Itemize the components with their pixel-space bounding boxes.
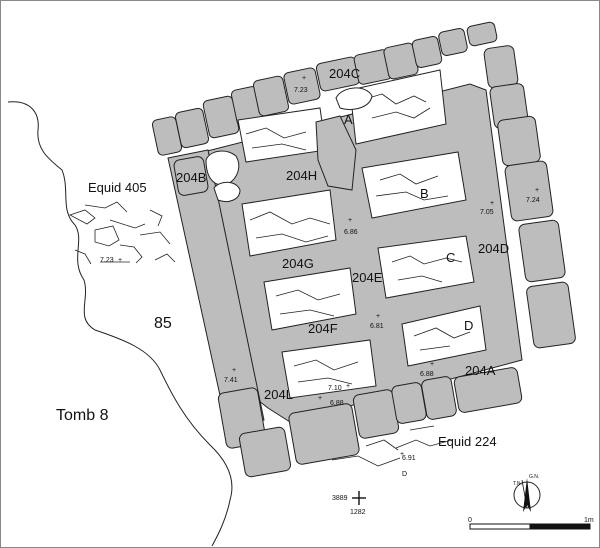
chamber-b	[361, 151, 467, 219]
svg-text:+: +	[232, 367, 236, 374]
svg-text:+: +	[348, 217, 352, 224]
svg-text:+: +	[535, 187, 539, 194]
svg-text:+: +	[318, 395, 322, 402]
chamber-204g	[241, 189, 337, 257]
elevation-11: 6.91	[402, 455, 416, 462]
chamber-d	[401, 305, 487, 367]
svg-text:+: +	[490, 200, 494, 207]
equid-405-label: Equid 405	[88, 180, 147, 195]
wall-204g-label: 204G	[282, 256, 314, 271]
wall-204f-label: 204F	[308, 321, 338, 336]
wall-204a-label: 204A	[465, 363, 496, 378]
wall-204e-label: 204E	[352, 270, 383, 285]
svg-text:+: +	[430, 361, 434, 368]
perimeter-stones-bottom	[173, 156, 523, 478]
scale-start-label: 0	[468, 517, 472, 524]
chamber-d-label: D	[464, 318, 473, 333]
elevation-7: 6.88	[420, 371, 434, 378]
chamber-c	[377, 235, 475, 299]
elevation-2: 7.23	[100, 257, 114, 264]
equid-405-bones	[68, 201, 176, 265]
perimeter-stones-right	[483, 45, 576, 349]
chamber-a	[349, 69, 447, 145]
loose-stones	[205, 87, 373, 203]
north-tn-label: T.N.	[513, 481, 522, 487]
tomb-label: Tomb 8	[56, 407, 109, 424]
chamber-c-label: C	[446, 250, 455, 265]
svg-text:+: +	[376, 313, 380, 320]
wall-204d-label: 204D	[478, 241, 509, 256]
svg-text:+: +	[400, 451, 404, 458]
perimeter-stones-top	[151, 21, 498, 156]
elevation-1: 7.23	[294, 87, 308, 94]
wall-204c-label: 204C	[329, 66, 360, 81]
elevation-6: 6.81	[370, 323, 384, 330]
chamber-a-label: A	[344, 112, 353, 127]
equid-224-label: Equid 224	[438, 434, 497, 449]
svg-text:+: +	[346, 383, 350, 390]
equid-224-bones	[331, 425, 453, 467]
scale-bar	[469, 523, 591, 530]
scale-end-label: 1m	[584, 517, 594, 524]
wall-204b-slab	[167, 149, 265, 433]
elevation-3: 7.24	[526, 197, 540, 204]
chamber-b-label: B	[420, 186, 429, 201]
elevation-5: 6.86	[344, 229, 358, 236]
grid-y-label: 1282	[350, 509, 366, 516]
north-gn-label: G.N.	[529, 474, 539, 480]
elevation-markers: + + + + + + + + + + +	[118, 75, 539, 458]
chambers	[237, 69, 487, 399]
elevation-8: 7.41	[224, 377, 238, 384]
north-arrow	[513, 478, 541, 512]
chamber-bones	[245, 93, 471, 385]
grid-x-label: 3889	[332, 495, 348, 502]
svg-text:+: +	[302, 75, 306, 82]
wall-204h-label: 204H	[286, 168, 317, 183]
elevation-9: 7.10	[328, 385, 342, 392]
excavation-edge	[7, 101, 233, 547]
wall-204b-label: 204B	[176, 170, 206, 185]
svg-text:+: +	[118, 257, 122, 264]
grid-marker	[352, 491, 366, 505]
wall-204l-label: 204L	[264, 387, 293, 402]
chamber-204f	[263, 267, 357, 331]
elevation-4: 7.05	[480, 209, 494, 216]
chamber-204l	[281, 339, 377, 399]
elevation-10: 6.88	[330, 400, 344, 407]
locus-label: 85	[154, 315, 172, 332]
small-d-label: D	[402, 471, 407, 478]
